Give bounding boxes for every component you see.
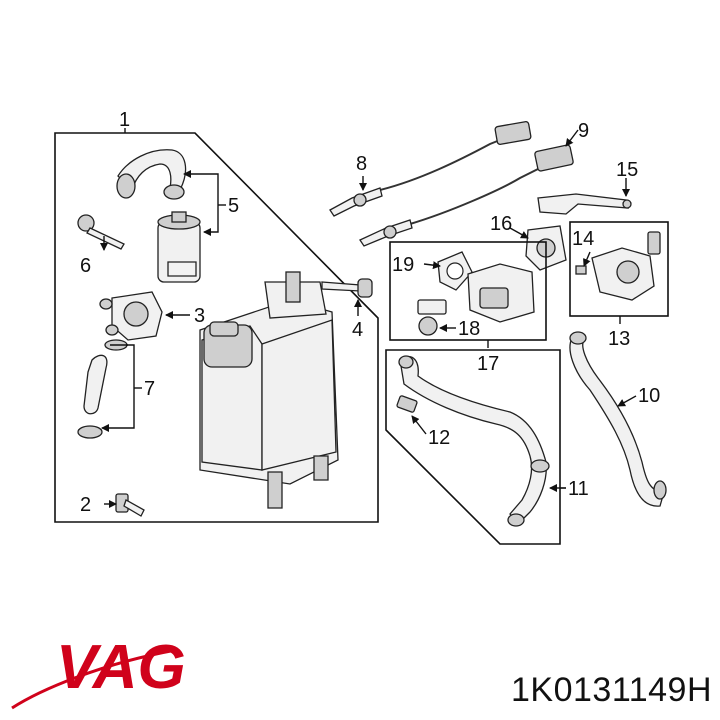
valve-part-3 [99,291,163,341]
charcoal-canister [199,271,339,509]
leader-7 [104,344,135,429]
sensor-part-14 [575,265,587,275]
oxygen-sensor-part-8 [329,121,532,217]
gasket-part-19 [437,251,473,291]
screw-part-6 [77,214,125,250]
egr-valve-part-17 [467,263,535,323]
callout-8: 8 [356,153,367,175]
callout-17: 17 [477,353,499,375]
callout-11: 11 [568,478,589,500]
oxygen-sensor-part-9 [359,144,574,247]
leader-5 [188,173,219,233]
callout-19: 19 [392,254,414,276]
group-13-frame [569,221,669,317]
pipe-part-18 [417,299,447,336]
sensor-part-12 [396,395,418,413]
hose-part-10 [569,331,667,507]
callout-5: 5 [228,195,239,217]
hose-part-7 [77,339,128,439]
callout-12: 12 [428,427,450,449]
group-17-frame [389,241,547,341]
callout-15: 15 [616,159,638,181]
callout-18: 18 [458,318,480,340]
hose-part-5 [116,149,187,200]
callout-2: 2 [80,494,91,516]
part-number: 1K0131149H [511,671,712,709]
callout-4: 4 [352,319,363,341]
bracket-part-15 [537,193,632,215]
hose-part-11 [398,355,550,527]
callout-13: 13 [608,328,630,350]
callout-16: 16 [490,213,512,235]
screw-part-4 [321,278,373,298]
group-11-frame [385,349,561,545]
callout-3: 3 [194,305,205,327]
filter-part-5 [157,211,201,283]
callout-10: 10 [638,385,660,407]
callout-14: 14 [572,228,594,250]
svg-text:VAG: VAG [56,633,186,702]
callout-7: 7 [144,378,155,400]
callout-9: 9 [578,120,589,142]
callout-6: 6 [80,255,91,277]
vag-logo-icon: VAG [11,633,186,710]
actuator-part-13 [591,231,661,301]
screw-part-2 [115,493,145,517]
callout-1: 1 [119,109,130,131]
group-1-frame [54,132,379,523]
